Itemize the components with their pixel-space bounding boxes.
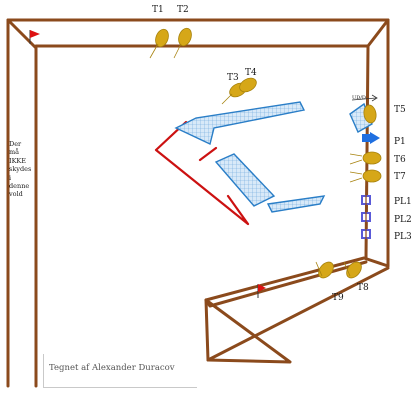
side-note-line: Der <box>9 140 22 148</box>
target-icon <box>346 261 362 279</box>
target-icon <box>178 27 192 47</box>
targets <box>149 27 382 279</box>
label-t2: T2 <box>177 5 189 15</box>
label-t3: T3 <box>227 73 239 83</box>
label-t8: T8 <box>357 283 369 293</box>
side-note-line: vold <box>9 190 23 199</box>
labels: T1 T2 T3 T4 UD/D T5 P1 T6 T7 PL1 PL2 PL3… <box>152 5 412 303</box>
credit-text: Tegnet af Alexander Duracov <box>49 363 175 373</box>
berm-bottom-diag <box>204 298 292 364</box>
flag-icon <box>257 284 266 298</box>
target-icon <box>318 261 334 279</box>
side-note-line: denne <box>9 182 30 191</box>
label-t4: T4 <box>245 68 257 78</box>
arrow-icon <box>351 94 378 102</box>
target-icon <box>362 169 382 183</box>
popper-icon <box>362 132 380 144</box>
label-t5: T5 <box>394 105 406 115</box>
side-note: Der må IKKE skydes i denne vold <box>9 140 39 199</box>
label-t6: T6 <box>394 155 406 165</box>
red-line <box>154 120 250 226</box>
target-icon <box>362 151 382 165</box>
side-note-line: i <box>9 173 12 182</box>
label-pl1: PL1 <box>394 197 412 207</box>
label-p1: P1 <box>394 137 406 147</box>
label-pl2: PL2 <box>394 215 412 225</box>
target-icon <box>155 28 169 48</box>
target-icon <box>239 77 257 93</box>
label-updown: UD/D <box>352 95 366 101</box>
label-pl3: PL3 <box>394 232 412 242</box>
berm-top <box>6 18 390 48</box>
label-t7: T7 <box>394 172 406 182</box>
shooting-box <box>154 120 250 226</box>
flag-icon <box>29 30 40 44</box>
side-note-line: IKKE <box>9 156 27 165</box>
credit-box <box>43 354 197 388</box>
berm-walls <box>6 18 390 388</box>
side-note-line: må <box>9 148 20 157</box>
platform-mid <box>214 153 276 207</box>
berm-left <box>6 18 38 388</box>
platform-low <box>266 195 326 213</box>
berm-bottom <box>204 256 390 362</box>
label-t9: T9 <box>332 293 344 303</box>
platform-top <box>174 101 306 145</box>
label-t1: T1 <box>152 5 164 15</box>
side-note-line: skydes <box>9 165 32 174</box>
target-icon <box>363 104 377 124</box>
